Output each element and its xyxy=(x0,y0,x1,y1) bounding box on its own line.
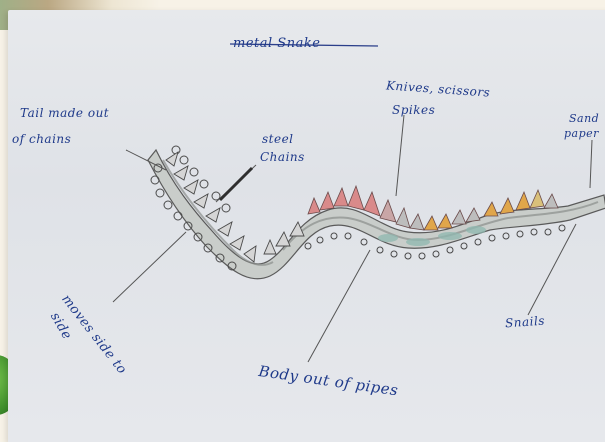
snake-sketch xyxy=(112,43,605,363)
label-tail-line1: Tail made out xyxy=(20,106,110,120)
label-knives-line2: Spikes xyxy=(392,103,436,117)
label-sand-line2: paper xyxy=(564,127,599,140)
label-steel-line2: Chains xyxy=(260,150,305,164)
label-steel-line1: steel xyxy=(262,132,294,146)
label-nails: Snails xyxy=(504,313,546,331)
label-sand-line1: Sand xyxy=(569,112,600,125)
drawing-title: metal Snake xyxy=(233,36,321,51)
paper-sheet: metal Snake Tail made out of chains stee… xyxy=(8,10,605,442)
label-tail-line2: of chains xyxy=(12,132,72,146)
